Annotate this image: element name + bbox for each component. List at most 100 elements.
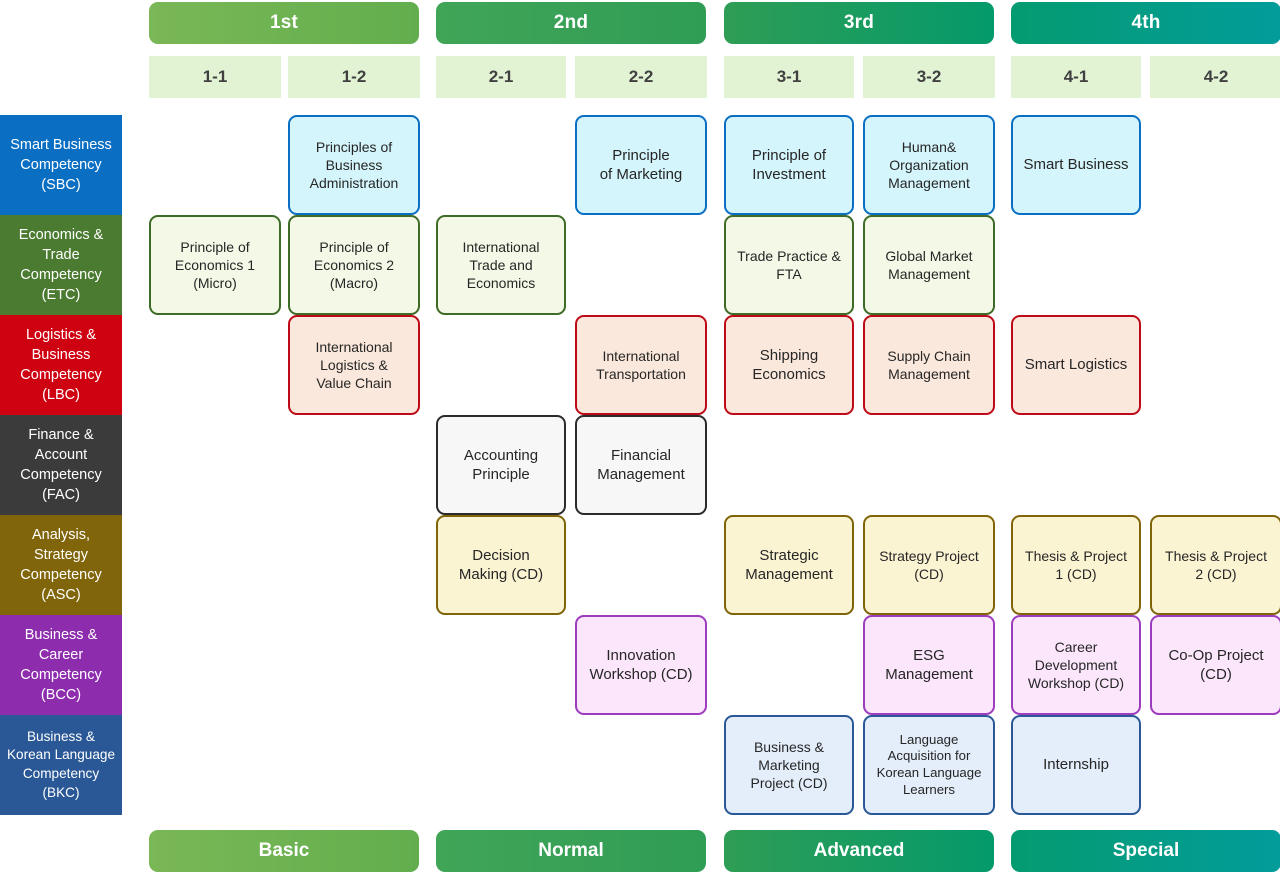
competency-label-text: Finance & Account Competency (FAC) bbox=[20, 427, 102, 503]
semester-header-label: 2-1 bbox=[488, 67, 514, 86]
semester-header-label: 4-2 bbox=[1203, 67, 1229, 86]
course-card[interactable]: Principle of Economics 2 (Macro) bbox=[288, 215, 420, 315]
competency-label-etc: Economics & Trade Competency (ETC) bbox=[0, 215, 122, 315]
competency-label-fac: Finance & Account Competency (FAC) bbox=[0, 415, 122, 515]
course-card[interactable]: Decision Making (CD) bbox=[436, 515, 566, 615]
course-title: Principle of Marketing bbox=[599, 146, 683, 184]
year-header-label: 1st bbox=[269, 12, 299, 33]
year-header-1st: 1st bbox=[149, 2, 419, 44]
course-title: Thesis & Project 1 (CD) bbox=[1025, 547, 1127, 582]
competency-label-text: Business & Korean Language Competency (B… bbox=[6, 728, 116, 800]
semester-header-label: 3-2 bbox=[916, 67, 942, 86]
level-footer-label: Normal bbox=[538, 840, 604, 861]
course-title: Strategic Management bbox=[745, 546, 833, 584]
course-title: International Trade and Economics bbox=[462, 238, 540, 292]
course-card[interactable]: Strategy Project (CD) bbox=[863, 515, 995, 615]
course-title: Shipping Economics bbox=[752, 346, 826, 384]
level-footer-basic: Basic bbox=[149, 830, 419, 872]
level-footer-label: Advanced bbox=[813, 840, 905, 861]
level-footer-label: Special bbox=[1112, 840, 1180, 861]
course-card[interactable]: Co-Op Project (CD) bbox=[1150, 615, 1280, 715]
course-card[interactable]: Shipping Economics bbox=[724, 315, 854, 415]
level-footer-advanced: Advanced bbox=[724, 830, 994, 872]
competency-label-text: Smart Business Competency (SBC) bbox=[10, 137, 112, 193]
course-title: Smart Business bbox=[1023, 156, 1129, 174]
course-title: Innovation Workshop (CD) bbox=[589, 646, 693, 684]
course-card[interactable]: Principle of Investment bbox=[724, 115, 854, 215]
semester-header-2-1: 2-1 bbox=[436, 56, 566, 98]
course-card[interactable]: Principle of Economics 1 (Micro) bbox=[149, 215, 281, 315]
course-title: Global Market Management bbox=[885, 247, 973, 282]
course-card[interactable]: Business & Marketing Project (CD) bbox=[724, 715, 854, 815]
course-title: Principles of Business Administration bbox=[309, 138, 399, 192]
course-card[interactable]: International Transportation bbox=[575, 315, 707, 415]
course-title: Principle of Investment bbox=[751, 146, 827, 184]
course-title: International Logistics & Value Chain bbox=[315, 338, 393, 392]
course-title: Trade Practice & FTA bbox=[737, 247, 841, 282]
course-card[interactable]: Human& Organization Management bbox=[863, 115, 995, 215]
course-title: Thesis & Project 2 (CD) bbox=[1165, 547, 1267, 582]
level-footer-special: Special bbox=[1011, 830, 1280, 872]
competency-label-text: Analysis, Strategy Competency (ASC) bbox=[20, 527, 102, 603]
course-card[interactable]: Smart Logistics bbox=[1011, 315, 1141, 415]
semester-header-label: 1-2 bbox=[341, 67, 367, 86]
competency-label-bcc: Business & Career Competency (BCC) bbox=[0, 615, 122, 715]
course-card[interactable]: Strategic Management bbox=[724, 515, 854, 615]
semester-header-label: 4-1 bbox=[1063, 67, 1089, 86]
semester-header-3-2: 3-2 bbox=[863, 56, 995, 98]
competency-label-sbc: Smart Business Competency (SBC) bbox=[0, 115, 122, 215]
competency-label-asc: Analysis, Strategy Competency (ASC) bbox=[0, 515, 122, 615]
course-card[interactable]: Internship bbox=[1011, 715, 1141, 815]
course-card[interactable]: Smart Business bbox=[1011, 115, 1141, 215]
course-title: Smart Logistics bbox=[1024, 356, 1128, 374]
competency-label-text: Economics & Trade Competency (ETC) bbox=[18, 227, 104, 303]
year-header-label: 2nd bbox=[553, 12, 589, 33]
semester-header-3-1: 3-1 bbox=[724, 56, 854, 98]
year-header-2nd: 2nd bbox=[436, 2, 706, 44]
competency-label-text: Business & Career Competency (BCC) bbox=[20, 627, 102, 703]
course-card[interactable]: Trade Practice & FTA bbox=[724, 215, 854, 315]
year-header-label: 4th bbox=[1131, 12, 1161, 33]
course-card[interactable]: Thesis & Project 1 (CD) bbox=[1011, 515, 1141, 615]
course-title: Accounting Principle bbox=[463, 446, 539, 484]
semester-header-2-2: 2-2 bbox=[575, 56, 707, 98]
course-title: Human& Organization Management bbox=[888, 138, 970, 192]
course-title: ESG Management bbox=[885, 646, 973, 684]
course-card[interactable]: Principles of Business Administration bbox=[288, 115, 420, 215]
course-card[interactable]: Global Market Management bbox=[863, 215, 995, 315]
course-card[interactable]: International Logistics & Value Chain bbox=[288, 315, 420, 415]
course-title: International Transportation bbox=[596, 347, 686, 382]
semester-header-1-1: 1-1 bbox=[149, 56, 281, 98]
course-card[interactable]: Supply Chain Management bbox=[863, 315, 995, 415]
course-title: Co-Op Project (CD) bbox=[1168, 646, 1264, 684]
course-card[interactable]: Thesis & Project 2 (CD) bbox=[1150, 515, 1280, 615]
course-card[interactable]: Language Acquisition for Korean Language… bbox=[863, 715, 995, 815]
course-title: Financial Management bbox=[597, 446, 685, 484]
course-card[interactable]: ESG Management bbox=[863, 615, 995, 715]
competency-label-text: Logistics & Business Competency (LBC) bbox=[20, 327, 102, 403]
course-title: Career Development Workshop (CD) bbox=[1027, 638, 1125, 692]
semester-header-label: 1-1 bbox=[202, 67, 228, 86]
course-title: Decision Making (CD) bbox=[458, 546, 544, 584]
year-header-label: 3rd bbox=[843, 12, 875, 33]
course-card[interactable]: Career Development Workshop (CD) bbox=[1011, 615, 1141, 715]
semester-header-1-2: 1-2 bbox=[288, 56, 420, 98]
course-title: Strategy Project (CD) bbox=[879, 547, 979, 582]
course-title: Principle of Economics 2 (Macro) bbox=[313, 238, 395, 292]
year-header-3rd: 3rd bbox=[724, 2, 994, 44]
course-card[interactable]: Innovation Workshop (CD) bbox=[575, 615, 707, 715]
course-title: Business & Marketing Project (CD) bbox=[750, 738, 828, 792]
course-title: Principle of Economics 1 (Micro) bbox=[174, 238, 256, 292]
year-header-4th: 4th bbox=[1011, 2, 1280, 44]
course-card[interactable]: Principle of Marketing bbox=[575, 115, 707, 215]
course-title: Supply Chain Management bbox=[887, 347, 971, 382]
course-title: Internship bbox=[1043, 756, 1109, 774]
level-footer-normal: Normal bbox=[436, 830, 706, 872]
semester-header-label: 2-2 bbox=[628, 67, 654, 86]
course-card[interactable]: International Trade and Economics bbox=[436, 215, 566, 315]
course-card[interactable]: Financial Management bbox=[575, 415, 707, 515]
semester-header-4-1: 4-1 bbox=[1011, 56, 1141, 98]
course-card[interactable]: Accounting Principle bbox=[436, 415, 566, 515]
competency-label-lbc: Logistics & Business Competency (LBC) bbox=[0, 315, 122, 415]
